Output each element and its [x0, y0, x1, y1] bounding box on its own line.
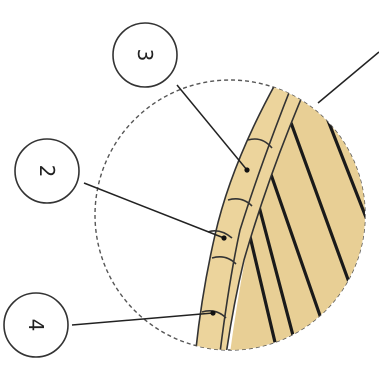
callout-2: 2 — [14, 138, 80, 204]
callout-2-number: 2 — [35, 165, 59, 178]
layer-segments — [201, 80, 297, 350]
callout-4-number: 4 — [24, 319, 48, 332]
leader-4 — [71, 312, 214, 326]
callout-3-circle — [112, 22, 178, 88]
leader-dots — [210, 167, 250, 316]
detail-contents — [193, 80, 365, 350]
leader-3 — [176, 84, 248, 171]
callout-4: 4 — [3, 292, 69, 358]
leader-top — [317, 51, 379, 104]
callout-2-circle — [14, 138, 80, 204]
callout-4-circle — [3, 292, 69, 358]
leader-2 — [83, 182, 225, 239]
callout-3-number: 3 — [133, 49, 157, 62]
callout-3: 3 — [112, 22, 178, 88]
outer-layer — [193, 80, 312, 350]
leader-lines — [71, 51, 379, 326]
